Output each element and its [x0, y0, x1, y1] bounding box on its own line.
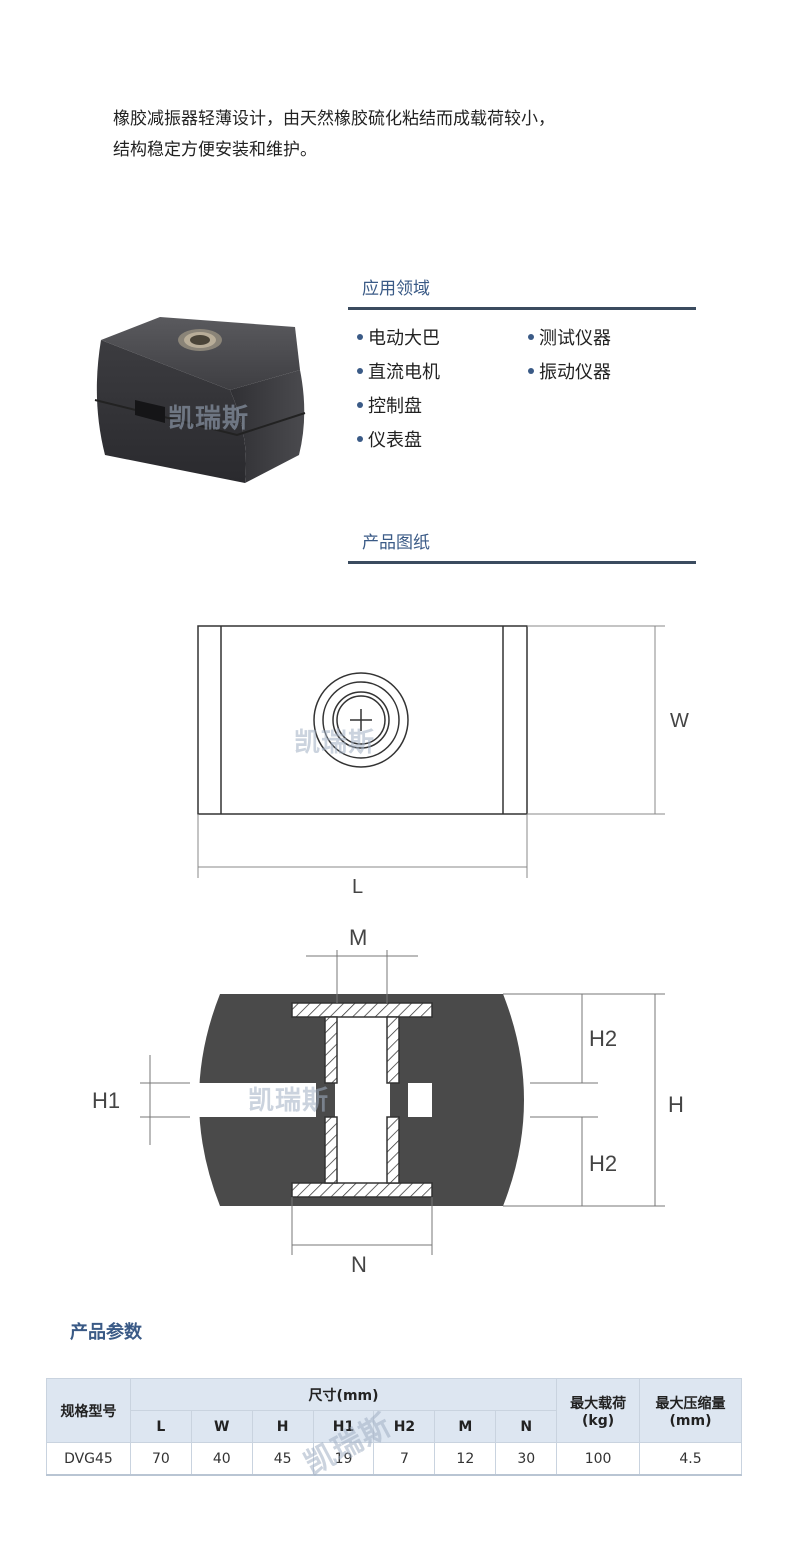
bullet-icon [528, 334, 534, 340]
product-photo [94, 317, 306, 483]
watermark-top-view: 凯瑞斯 [294, 728, 376, 758]
label-m: M [349, 925, 367, 950]
col-l: L [129, 1410, 192, 1443]
cell-h: 45 [251, 1442, 314, 1476]
label-w: W [670, 710, 689, 732]
intro-line-2: 结构稳定方便安装和维护。 [113, 140, 317, 160]
col-h2: H2 [373, 1410, 436, 1443]
drawing-title: 产品图纸 [362, 533, 430, 553]
section-view-drawing: M H1 H2 H2 H N [92, 925, 684, 1277]
label-n: N [351, 1252, 367, 1277]
cell-h2: 7 [373, 1442, 436, 1476]
table-row: DVG45 70 40 45 19 7 12 30 100 4.5 [46, 1442, 742, 1476]
col-n: N [495, 1410, 558, 1443]
label-h2-bottom: H2 [589, 1151, 617, 1176]
app-item: 直流电机 [357, 361, 440, 385]
bullet-icon [357, 368, 363, 374]
watermark-section-view: 凯瑞斯 [248, 1086, 330, 1116]
params-title: 产品参数 [70, 1322, 142, 1343]
application-title: 应用领域 [362, 279, 430, 299]
app-item: 测试仪器 [528, 327, 611, 351]
intro-text: 橡胶减振器轻薄设计，由天然橡胶硫化粘结而成载荷较小， 结构稳定方便安装和维护。 [113, 104, 555, 166]
watermark-photo: 凯瑞斯 [168, 404, 250, 434]
cell-model: DVG45 [46, 1442, 131, 1476]
cell-w: 40 [190, 1442, 253, 1476]
cell-h1: 19 [312, 1442, 375, 1476]
app-item: 仪表盘 [357, 429, 422, 453]
drawing-header: 产品图纸 [348, 531, 696, 564]
header-size: 尺寸(mm) [129, 1378, 558, 1411]
application-header: 应用领域 [348, 277, 696, 310]
label-h1: H1 [92, 1088, 120, 1113]
col-m: M [434, 1410, 497, 1443]
app-item: 电动大巴 [357, 327, 440, 351]
cell-n: 30 [495, 1442, 558, 1476]
bullet-icon [357, 402, 363, 408]
cell-compression: 4.5 [639, 1442, 742, 1476]
bullet-icon [357, 436, 363, 442]
col-h1: H1 [312, 1410, 375, 1443]
app-item: 控制盘 [357, 395, 422, 419]
col-w: W [190, 1410, 253, 1443]
spec-table: 规格型号 尺寸(mm) 最大载荷(kg) 最大压缩量(mm) L W H H1 … [46, 1378, 742, 1476]
intro-line-1: 橡胶减振器轻薄设计，由天然橡胶硫化粘结而成载荷较小， [113, 109, 555, 129]
label-h: H [668, 1092, 684, 1117]
cell-l: 70 [129, 1442, 192, 1476]
app-item: 振动仪器 [528, 361, 611, 385]
label-h2-top: H2 [589, 1026, 617, 1051]
header-load: 最大载荷(kg) [556, 1378, 641, 1443]
header-compression: 最大压缩量(mm) [639, 1378, 742, 1443]
bullet-icon [357, 334, 363, 340]
label-l: L [352, 876, 363, 898]
cell-m: 12 [434, 1442, 497, 1476]
col-h: H [251, 1410, 314, 1443]
top-view-drawing: W L [197, 625, 689, 898]
cell-load: 100 [556, 1442, 641, 1476]
header-model: 规格型号 [46, 1378, 131, 1443]
bullet-icon [528, 368, 534, 374]
